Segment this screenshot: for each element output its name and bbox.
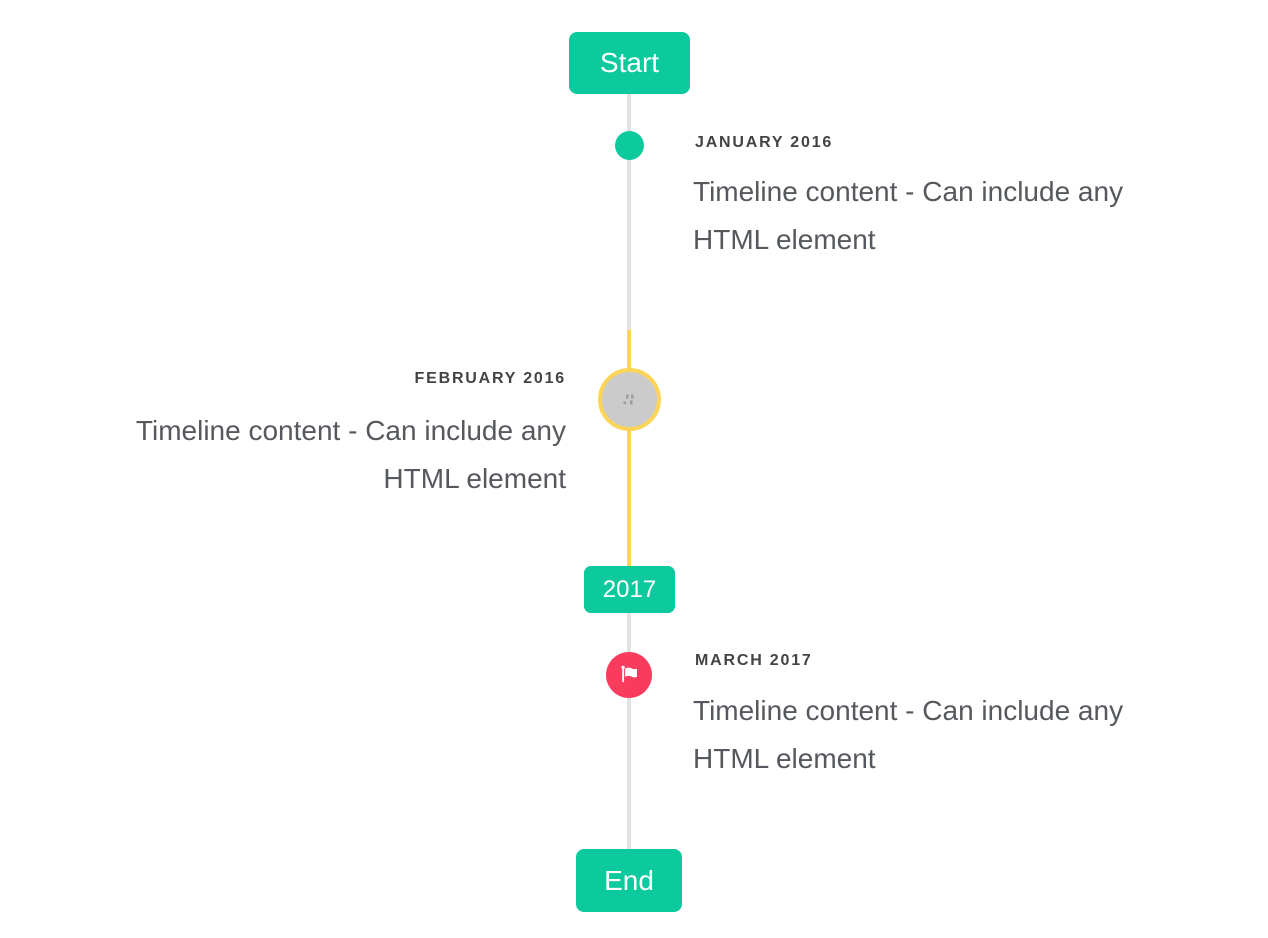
item-content-february: Timeline content - Can include any HTML … (135, 415, 566, 494)
start-badge[interactable]: Start (569, 32, 690, 94)
timeline-line-segment-bottom (627, 613, 631, 849)
broken-image-icon (622, 393, 638, 407)
item-content-january: Timeline content - Can include any HTML … (693, 176, 1124, 255)
marker-image-february[interactable] (598, 368, 661, 431)
item-title-january: JANUARY 2016 (695, 134, 834, 151)
timeline-line-segment-top (627, 94, 631, 330)
timeline-line-segment-yellow (627, 330, 631, 566)
marker-flag-march[interactable] (606, 652, 652, 698)
end-badge[interactable]: End (576, 849, 682, 912)
item-title-march: MARCH 2017 (695, 652, 813, 669)
marker-dot-january[interactable] (615, 131, 644, 160)
item-title-february: FEBRUARY 2016 (414, 370, 566, 387)
year-badge-2017[interactable]: 2017 (584, 566, 675, 613)
flag-icon (617, 663, 641, 687)
item-content-march: Timeline content - Can include any HTML … (693, 695, 1124, 774)
